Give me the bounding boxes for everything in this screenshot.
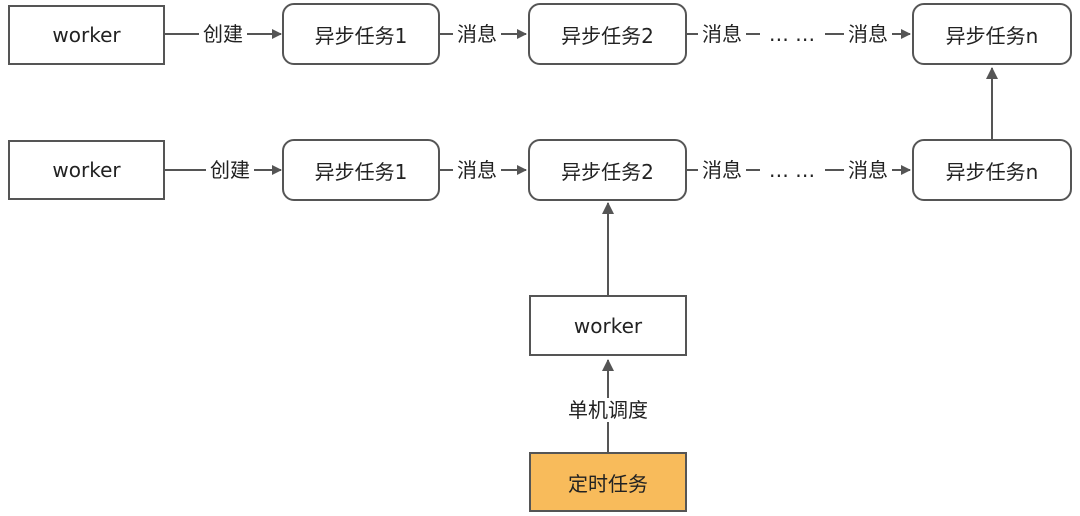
row1-worker-label: worker [52, 23, 121, 47]
row1-ellipsis: … … [764, 22, 820, 46]
row1-taskn-box: 异步任务n [912, 3, 1072, 65]
row1-task2-box: 异步任务2 [528, 3, 687, 65]
row2-task2-label: 异步任务2 [561, 159, 654, 184]
scheduler-worker-box: worker [529, 295, 687, 356]
row2-taskn-label: 异步任务n [945, 159, 1039, 184]
row1-msg3-label: 消息 [844, 22, 892, 46]
row1-task1-box: 异步任务1 [282, 3, 440, 65]
row1-taskn-label: 异步任务n [945, 23, 1039, 48]
row1-task1-label: 异步任务1 [314, 23, 408, 48]
row1-worker-box: worker [8, 5, 165, 65]
row2-worker-box: worker [8, 140, 165, 200]
scheduler-worker-label: worker [573, 313, 643, 338]
row1-msg2-label: 消息 [698, 22, 746, 46]
row2-ellipsis: … … [764, 158, 820, 182]
row2-msg3-label: 消息 [844, 158, 892, 182]
row2-create-label: 创建 [206, 158, 254, 182]
row2-task1-label: 异步任务1 [314, 159, 408, 184]
row2-taskn-box: 异步任务n [912, 139, 1072, 201]
row2-worker-label: worker [52, 158, 121, 182]
row2-task2-box: 异步任务2 [528, 139, 687, 201]
timer-task-box: 定时任务 [529, 452, 687, 512]
row2-msg1-label: 消息 [453, 158, 501, 182]
timer-task-label: 定时任务 [568, 471, 648, 496]
row1-create-label: 创建 [199, 22, 247, 46]
row2-msg2-label: 消息 [698, 158, 746, 182]
row2-task1-box: 异步任务1 [282, 139, 440, 201]
row1-task2-label: 异步任务2 [561, 23, 654, 48]
row1-msg1-label: 消息 [453, 22, 501, 46]
dispatch-label: 单机调度 [564, 398, 652, 422]
